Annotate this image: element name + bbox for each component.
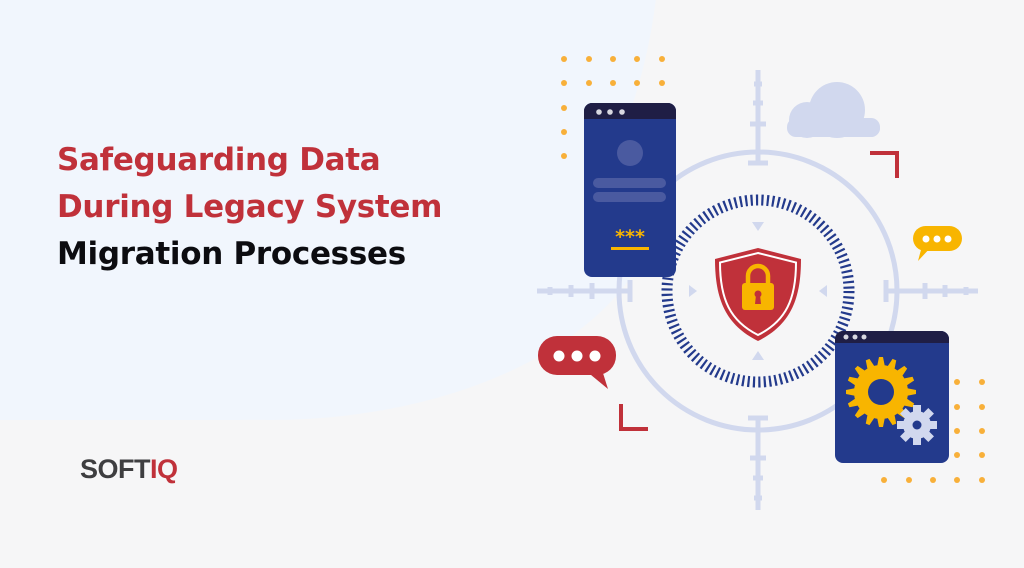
headline-line-2: During Legacy System: [57, 189, 443, 225]
small-gear-icon: [897, 405, 937, 445]
dot-grid-top-left-icon: [561, 56, 665, 159]
logo-soft: SOFT: [80, 454, 151, 484]
corner-bracket-bottom-left-icon: [619, 404, 648, 431]
svg-text:***: ***: [615, 226, 645, 248]
large-gear-icon: [846, 357, 916, 427]
login-window-icon: ***: [584, 103, 676, 277]
dot-grid-bottom-right-icon: [881, 379, 985, 483]
chat-bubble-red-icon: [538, 336, 616, 389]
logo-iq: IQ: [150, 454, 178, 484]
gear-window-icon: [835, 331, 949, 463]
headline-line-3: Migration Processes: [57, 236, 406, 272]
softiq-logo: SOFTIQ: [80, 454, 178, 485]
cloud-icon: [787, 82, 880, 138]
corner-bracket-top-right-icon: [870, 151, 899, 178]
headline: Safeguarding Data During Legacy System M…: [57, 137, 442, 278]
shield-lock-icon: [715, 248, 801, 341]
direction-arrows-icon: [689, 222, 827, 360]
chat-bubble-amber-icon: [913, 226, 962, 261]
dashed-ring-icon: [661, 194, 855, 388]
headline-line-1: Safeguarding Data: [57, 142, 381, 178]
target-crosshair-icon: [537, 70, 978, 510]
